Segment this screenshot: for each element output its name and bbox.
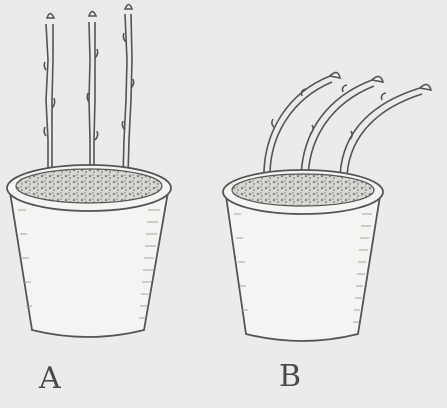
cutting-upright-3 bbox=[122, 5, 133, 177]
pot-body-a bbox=[10, 192, 168, 337]
pot-b bbox=[223, 72, 431, 341]
label-a: A bbox=[39, 364, 61, 394]
soil-a bbox=[16, 169, 162, 203]
cutting-curved-3 bbox=[340, 84, 431, 186]
label-b: B bbox=[279, 362, 301, 392]
cuttings-curved bbox=[264, 72, 431, 186]
pot-body-b bbox=[226, 196, 380, 341]
cutting-upright-2 bbox=[87, 12, 97, 177]
cuttings-upright bbox=[44, 5, 133, 179]
soil-b bbox=[232, 174, 374, 206]
pot-a bbox=[7, 5, 171, 338]
cutting-upright-1 bbox=[44, 14, 54, 179]
